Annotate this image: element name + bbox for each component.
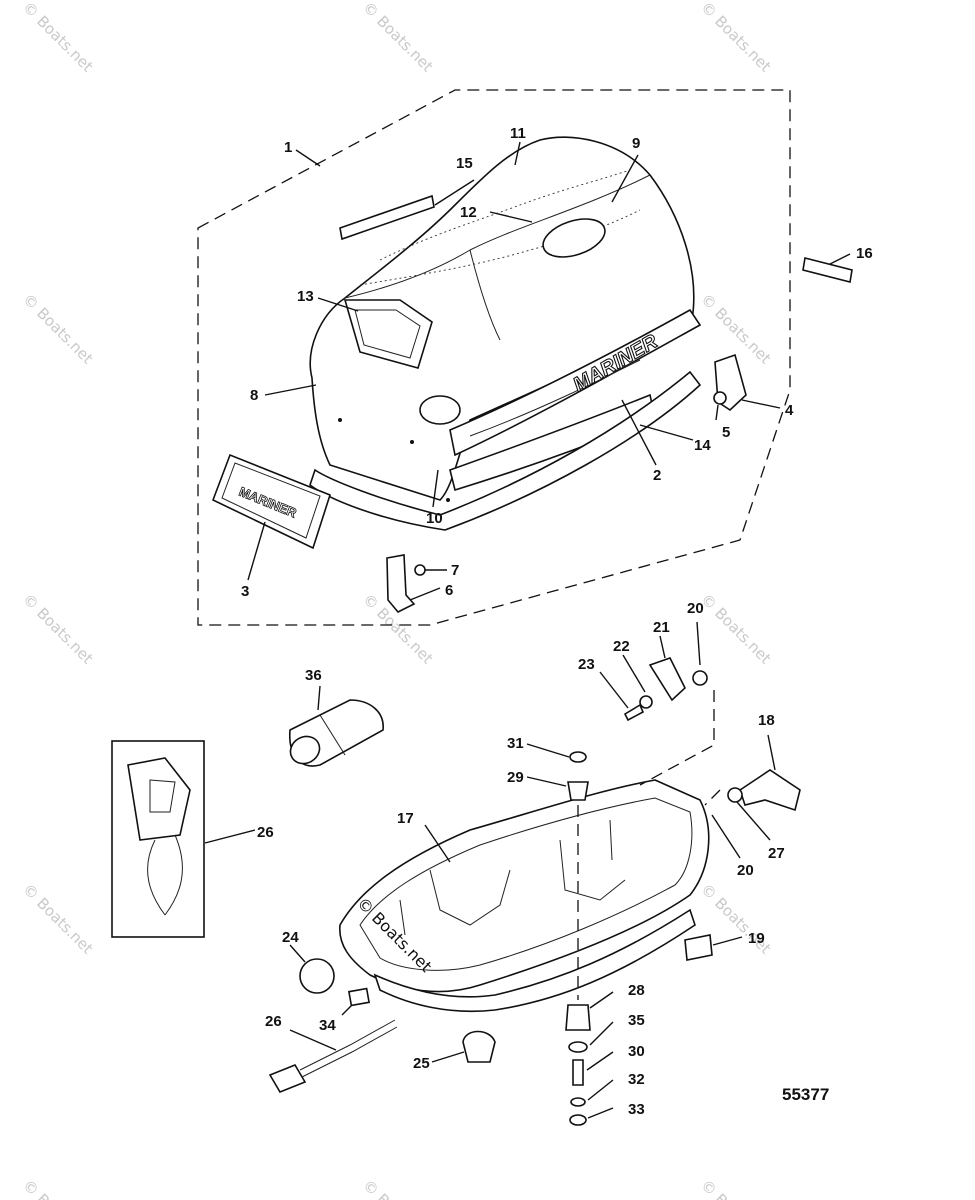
- bracket-4: [713, 353, 747, 412]
- watermark: © Boats.net: [19, 880, 97, 958]
- watermark: © Boats.net: [19, 0, 97, 76]
- plug-24: [299, 958, 335, 994]
- callout-25: 25: [413, 1055, 430, 1072]
- callout-13: 13: [297, 288, 314, 305]
- callout-2: 2: [653, 467, 661, 484]
- callout-36: 36: [305, 667, 322, 684]
- watermark: © Boats.net: [19, 590, 97, 668]
- callout-30: 30: [628, 1043, 645, 1060]
- callout-3: 3: [241, 583, 249, 600]
- assembly-outline: [197, 89, 791, 626]
- boot-36: [289, 699, 384, 767]
- watermark: © Boats.net: [19, 290, 97, 368]
- callout-8: 8: [250, 387, 258, 404]
- grommet-25: [462, 1030, 496, 1063]
- callout-11: 11: [510, 125, 526, 142]
- callout-26a: 26: [257, 824, 274, 841]
- bottom-cowl: [339, 779, 710, 1013]
- watermark: © Boats.net: [697, 0, 775, 76]
- callout-6: 6: [445, 582, 453, 599]
- callout-7: 7: [451, 562, 459, 579]
- callout-20b: 20: [737, 862, 754, 879]
- callout-21: 21: [653, 619, 670, 636]
- hardware-upper: [623, 657, 708, 722]
- callout-32: 32: [628, 1071, 645, 1088]
- callout-22: 22: [613, 638, 630, 655]
- decal-34: [347, 987, 371, 1007]
- callout-26b: 26: [265, 1013, 282, 1030]
- callout-14: 14: [694, 437, 711, 454]
- guide-line: [704, 789, 721, 806]
- callout-28: 28: [628, 982, 645, 999]
- callout-23: 23: [578, 656, 595, 673]
- callout-4: 4: [785, 402, 794, 419]
- decal-3: MARINER: [211, 453, 331, 550]
- callout-29: 29: [507, 769, 524, 786]
- callout-19: 19: [748, 930, 765, 947]
- decal-16: [802, 257, 853, 283]
- watermark: © Boats.net: [359, 1176, 437, 1200]
- callout-20a: 20: [687, 600, 704, 617]
- callout-33: 33: [628, 1101, 645, 1118]
- callouts: 1 2 3 4 5 6 7 8 9 10 11 12 13 14 15 16 1…: [241, 125, 873, 1118]
- fastener-stack: [565, 751, 591, 1126]
- top-cowl: MARINER: [309, 136, 702, 531]
- callout-16: 16: [856, 245, 873, 262]
- callout-10: 10: [426, 510, 443, 527]
- callout-18: 18: [758, 712, 775, 729]
- callout-1: 1: [284, 139, 292, 156]
- callout-34: 34: [319, 1017, 336, 1034]
- callout-27: 27: [768, 845, 785, 862]
- callout-9: 9: [632, 135, 640, 152]
- callout-5: 5: [722, 424, 730, 441]
- latch-18: [727, 769, 801, 812]
- harness-26: [268, 1019, 398, 1093]
- callout-12: 12: [460, 204, 477, 221]
- callout-17: 17: [397, 810, 414, 827]
- leader-lines: [204, 141, 851, 1119]
- watermark: © Boats.net: [19, 1176, 97, 1200]
- callout-35: 35: [628, 1012, 645, 1029]
- watermark: © Boats.net: [359, 0, 437, 76]
- inset-26: [111, 740, 205, 938]
- decal-19: [684, 934, 713, 961]
- callout-24: 24: [282, 929, 299, 946]
- decal-15: [339, 194, 435, 241]
- watermark: © Boats.net: [697, 1176, 775, 1200]
- watermark: © Boats.net: [697, 590, 775, 668]
- bracket-6: [386, 554, 426, 613]
- callout-31: 31: [507, 735, 524, 752]
- callout-15: 15: [456, 155, 473, 172]
- figure-number: 55377: [782, 1085, 829, 1104]
